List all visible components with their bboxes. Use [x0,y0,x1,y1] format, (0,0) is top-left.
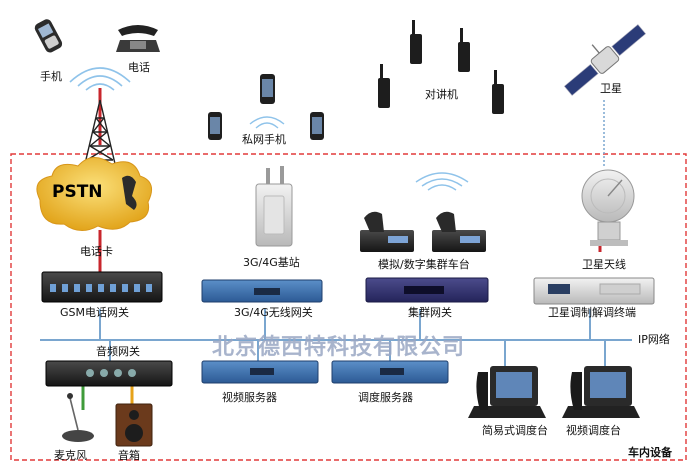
audio-gateway-device [45,360,173,387]
video-console-label: 视频调度台 [566,424,621,437]
telephone-icon [116,25,160,52]
trunk-radio-icon [360,172,486,252]
phone-card-label: 电话卡 [80,245,113,258]
ip-network-lines [40,309,632,366]
mobile-phone-label: 手机 [40,70,62,83]
private-phone-icon [208,74,324,140]
radio-wave-icon [69,67,131,91]
satellite-label: 卫星 [600,82,622,95]
satellite-antenna-label: 卫星天线 [582,258,626,271]
telephone-label: 电话 [128,61,150,74]
base-station-icon [255,166,293,247]
base-station-label: 3G/4G基站 [243,256,300,269]
video-console-device [562,366,640,418]
walkie-talkie-label: 对讲机 [425,88,458,101]
speaker-icon [115,403,153,447]
pstn-cloud-icon [36,157,153,231]
satellite-icon [563,24,647,96]
company-watermark: 北京德西特科技有限公司 [212,335,466,360]
red-links [98,88,602,272]
walkie-talkie-icon [378,20,504,114]
wireless-gateway-device [201,279,323,303]
microphone-icon [62,393,94,442]
mobile-phone-icon [34,19,63,53]
speaker-label: 音箱 [118,449,140,462]
trunk-gateway-label: 集群网关 [408,306,452,319]
gsm-gateway-label: GSM电话网关 [60,306,129,319]
satellite-modem-device [533,277,655,305]
audio-gateway-label: 音频网关 [96,345,140,358]
simple-console-device [468,366,546,418]
vehicle-equipment-label: 车内设备 [628,446,672,459]
dispatch-server-device [331,360,449,384]
dispatch-server-label: 调度服务器 [358,391,413,404]
video-server-label: 视频服务器 [222,391,277,404]
microphone-label: 麦克风 [54,449,87,462]
vehicle-boundary [10,153,687,461]
ip-network-label: IP网络 [638,333,670,346]
trunk-radio-label: 模拟/数字集群车台 [378,258,470,271]
pstn-label: PSTN [52,182,103,202]
simple-console-label: 简易式调度台 [482,424,548,437]
gsm-gateway-device [41,271,163,303]
satellite-dish-icon [581,169,635,246]
cell-tower-icon [83,99,117,169]
private-phone-label: 私网手机 [242,133,286,146]
satellite-modem-label: 卫星调制解调终端 [548,306,636,319]
wireless-gateway-label: 3G/4G无线网关 [234,306,313,319]
video-server-device [201,360,319,384]
trunk-gateway-device [365,277,489,303]
